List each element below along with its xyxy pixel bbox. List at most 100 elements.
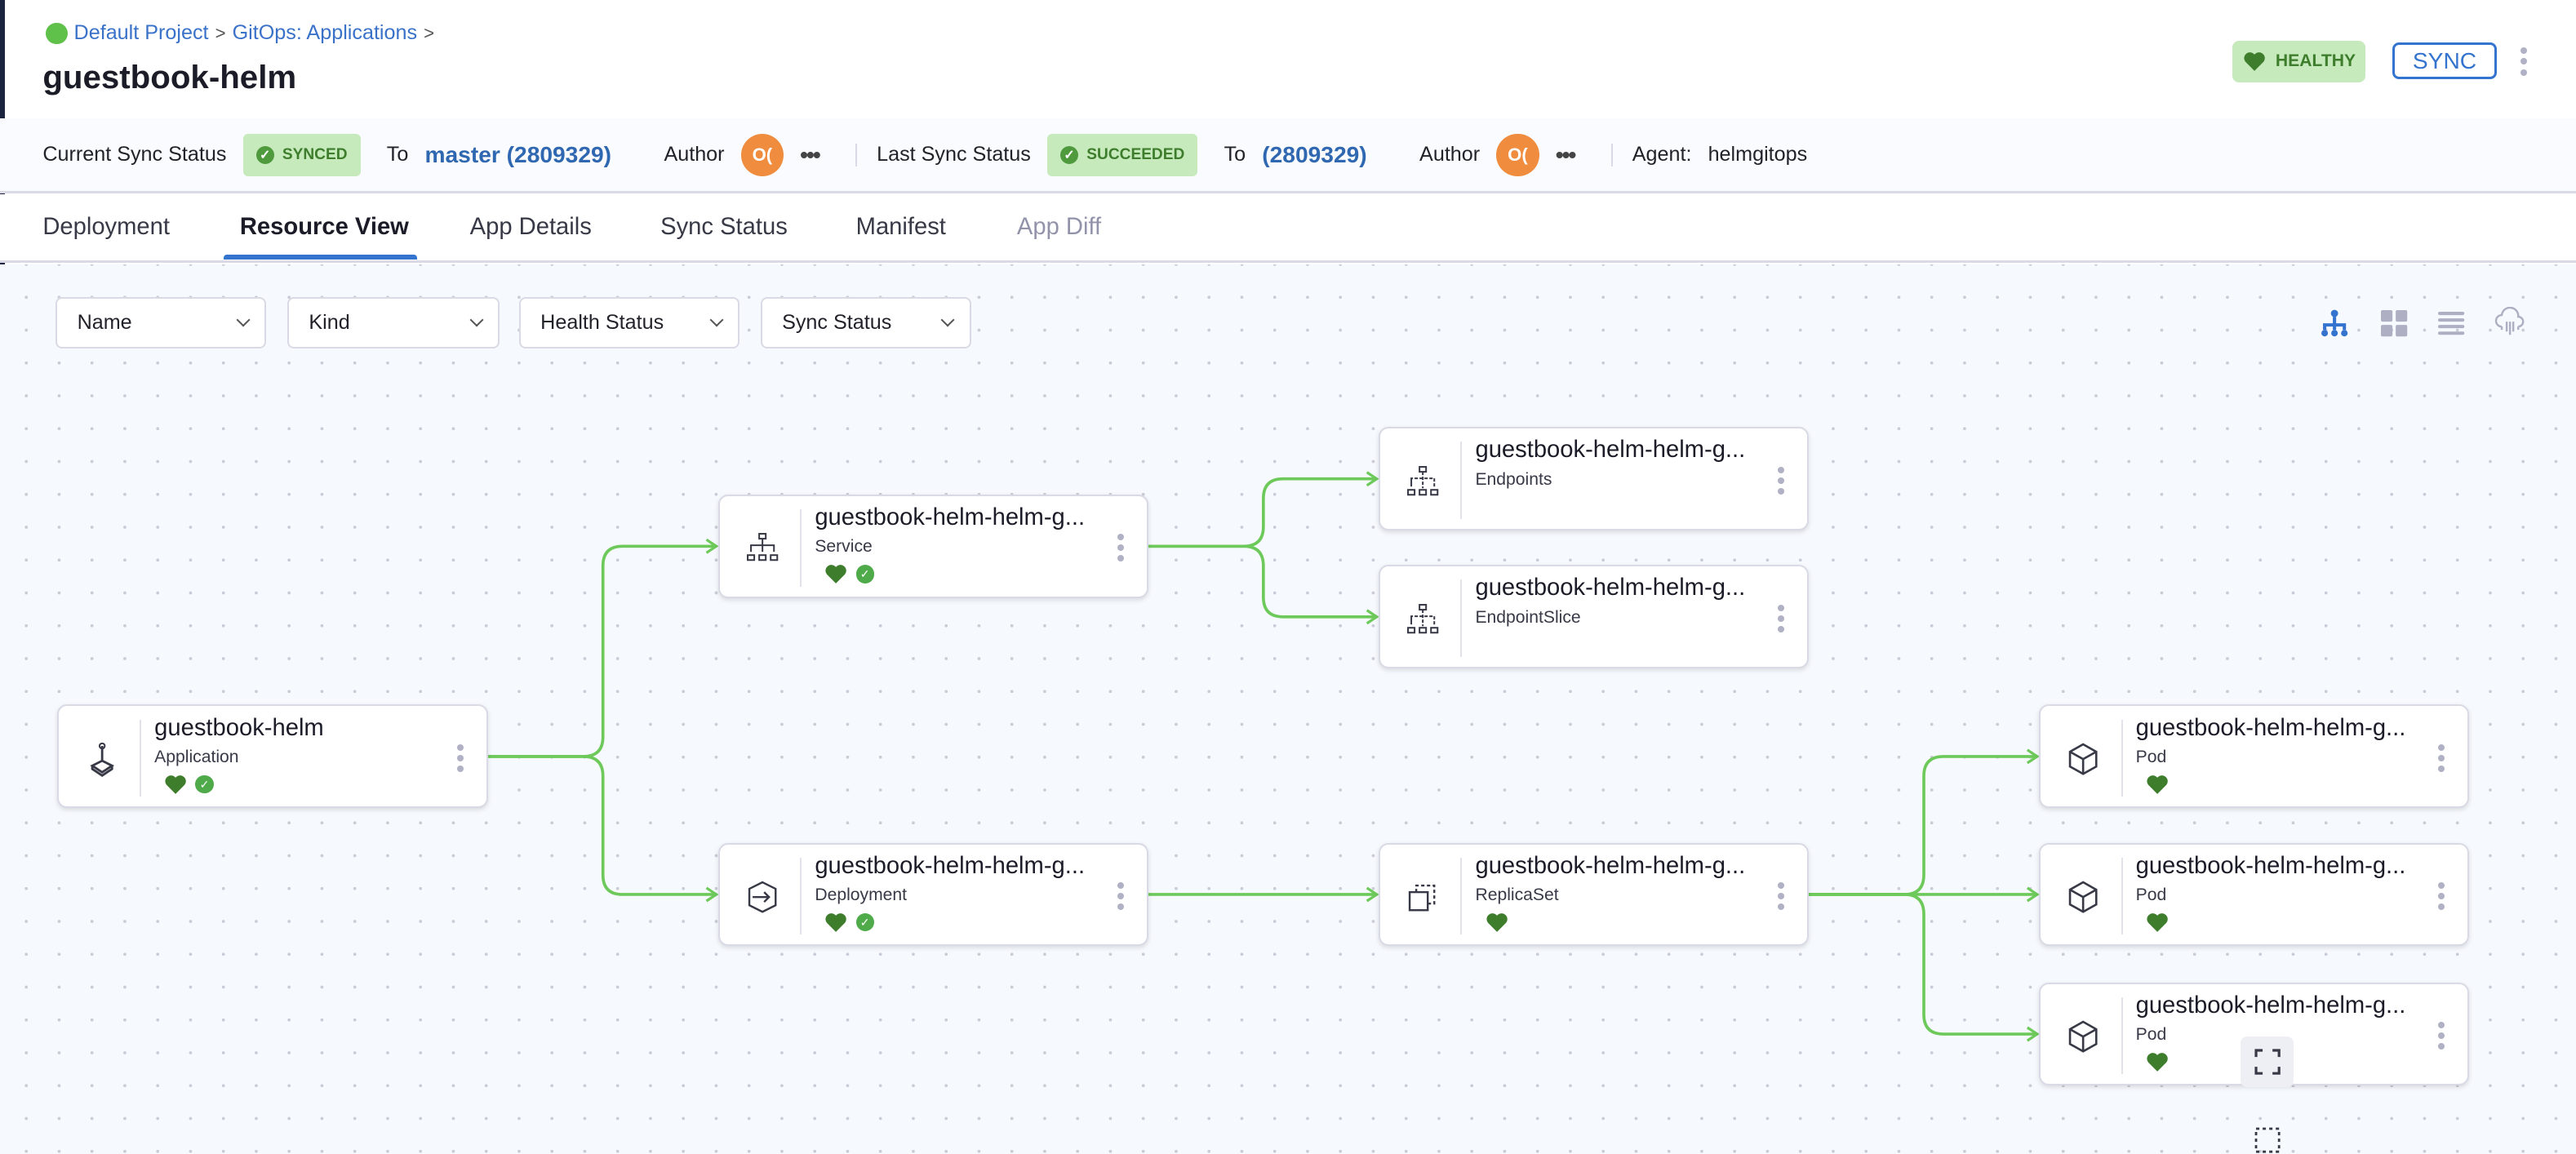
resource-status — [2146, 912, 2169, 933]
tree-icon[interactable] — [2318, 307, 2351, 340]
to-label: To — [386, 143, 409, 166]
current-sync-badge: ✓SYNCED — [242, 133, 361, 176]
synced-check-icon: ✓ — [195, 775, 214, 794]
node-menu-icon[interactable] — [1117, 881, 1124, 911]
filter-sync-status[interactable]: Sync Status — [760, 297, 971, 348]
application-icon — [89, 742, 114, 777]
node-menu-icon[interactable] — [2438, 1021, 2445, 1050]
filter-health-status[interactable]: Health Status — [519, 297, 739, 348]
resource-status: ✓ — [824, 563, 874, 584]
current-sync-value: SYNCED — [282, 145, 348, 163]
resource-status — [2146, 774, 2169, 795]
filter-kind[interactable]: Kind — [287, 297, 500, 348]
pod-icon — [2068, 743, 2098, 775]
resource-kind: ReplicaSet — [1475, 885, 1559, 904]
sync-button[interactable]: SYNC — [2392, 42, 2498, 79]
filter-name[interactable]: Name — [56, 297, 267, 348]
tab-bar: Deployment Resource View App Details Syn… — [0, 193, 2576, 264]
pod-icon — [2068, 1020, 2098, 1053]
gitops-logo-icon — [46, 22, 68, 44]
divider — [1460, 579, 1463, 658]
resource-status: ✓ — [164, 774, 214, 795]
current-revision-link[interactable]: master (2809329) — [424, 141, 612, 168]
resource-node-endpoints[interactable]: guestbook-helm-helm-g... Endpoints — [1378, 427, 1810, 531]
last-sync-label: Last Sync Status — [877, 143, 1031, 166]
last-revision-link[interactable]: (2809329) — [1262, 141, 1367, 168]
node-menu-icon[interactable] — [1117, 534, 1124, 562]
active-tab-indicator — [223, 254, 418, 260]
selection-tool-icon[interactable] — [2253, 1125, 2282, 1154]
author-label: Author — [1419, 143, 1481, 166]
resource-name: guestbook-helm-helm-g... — [1475, 437, 1746, 464]
service-icon — [746, 533, 779, 561]
breadcrumb-applications[interactable]: GitOps: Applications — [232, 21, 418, 45]
resource-kind: EndpointSlice — [1475, 607, 1581, 627]
resource-node-endpointslice[interactable]: guestbook-helm-helm-g... EndpointSlice — [1378, 565, 1810, 669]
resource-node-application[interactable]: guestbook-helm Application ✓ — [57, 704, 488, 809]
sync-status-bar: Current Sync Status ✓SYNCED To master (2… — [0, 118, 2576, 194]
more-commits-icon[interactable]: ••• — [800, 141, 821, 168]
divider — [800, 508, 802, 587]
resource-kind: Deployment — [815, 885, 908, 904]
divider — [2121, 719, 2123, 797]
node-menu-icon[interactable] — [2438, 743, 2445, 772]
heart-icon — [825, 565, 847, 584]
arrow-icon — [2026, 1026, 2040, 1042]
author-label: Author — [664, 143, 725, 166]
arrow-icon — [2026, 748, 2040, 765]
resource-kind: Service — [815, 537, 873, 557]
tab-resource-view[interactable]: Resource View — [239, 213, 409, 240]
breadcrumb: Default Project > GitOps: Applications > — [46, 21, 434, 45]
more-options-icon[interactable] — [2520, 47, 2527, 76]
to-label: To — [1224, 143, 1246, 166]
resource-node-service[interactable]: guestbook-helm-helm-g... Service ✓ — [717, 494, 1148, 598]
grid-icon[interactable] — [2378, 307, 2410, 340]
breadcrumb-project[interactable]: Default Project — [73, 21, 209, 45]
edge — [487, 755, 715, 896]
heart-icon — [1486, 913, 1508, 932]
divider — [140, 719, 142, 797]
resource-kind: Pod — [2135, 885, 2167, 904]
resource-name: guestbook-helm-helm-g... — [1475, 575, 1746, 601]
agent-label: Agent: — [1632, 143, 1692, 166]
resource-node-pod[interactable]: guestbook-helm-helm-g... Pod — [2038, 704, 2470, 809]
resource-status: ✓ — [824, 912, 874, 933]
node-menu-icon[interactable] — [1777, 604, 1784, 632]
edge — [1809, 893, 2036, 1036]
heart-icon — [825, 913, 847, 932]
arrow-icon — [1366, 471, 1379, 487]
node-menu-icon[interactable] — [456, 743, 464, 772]
divider — [1460, 442, 1463, 519]
resource-name: guestbook-helm-helm-g... — [815, 504, 1086, 530]
tab-manifest[interactable]: Manifest — [855, 213, 946, 240]
divider — [1460, 857, 1463, 935]
cloud-network-icon[interactable] — [2494, 307, 2526, 340]
resource-node-deployment[interactable]: guestbook-helm-helm-g... Deployment ✓ — [717, 842, 1148, 947]
heart-icon — [2147, 775, 2168, 794]
resource-name: guestbook-helm — [154, 714, 324, 741]
edge — [1809, 755, 2036, 896]
fullscreen-button[interactable] — [2241, 1036, 2294, 1088]
pod-icon — [2068, 881, 2098, 913]
node-menu-icon[interactable] — [2438, 881, 2445, 911]
heart-icon — [2147, 913, 2168, 932]
health-badge-label: HEALTHY — [2275, 51, 2356, 71]
node-menu-icon[interactable] — [1777, 466, 1784, 495]
list-icon[interactable] — [2435, 307, 2467, 340]
arrow-icon — [705, 886, 719, 903]
arrow-icon — [2026, 886, 2040, 903]
check-icon: ✓ — [1060, 145, 1079, 164]
breadcrumb-separator-icon: > — [424, 22, 435, 43]
resource-kind: Endpoints — [1475, 469, 1552, 489]
resource-node-replicaset[interactable]: guestbook-helm-helm-g... ReplicaSet — [1378, 842, 1810, 947]
breadcrumb-separator-icon: > — [215, 22, 226, 43]
resource-node-pod[interactable]: guestbook-helm-helm-g... Pod — [2038, 842, 2470, 947]
tab-deployment[interactable]: Deployment — [42, 213, 170, 240]
node-menu-icon[interactable] — [1777, 881, 1784, 911]
tab-sync-status[interactable]: Sync Status — [660, 213, 788, 240]
tab-app-details[interactable]: App Details — [469, 213, 592, 240]
more-commits-icon[interactable]: ••• — [1555, 141, 1577, 168]
resource-kind: Pod — [2135, 747, 2167, 766]
fullscreen-icon — [2254, 1049, 2281, 1075]
resource-name: guestbook-helm-helm-g... — [1475, 852, 1746, 879]
